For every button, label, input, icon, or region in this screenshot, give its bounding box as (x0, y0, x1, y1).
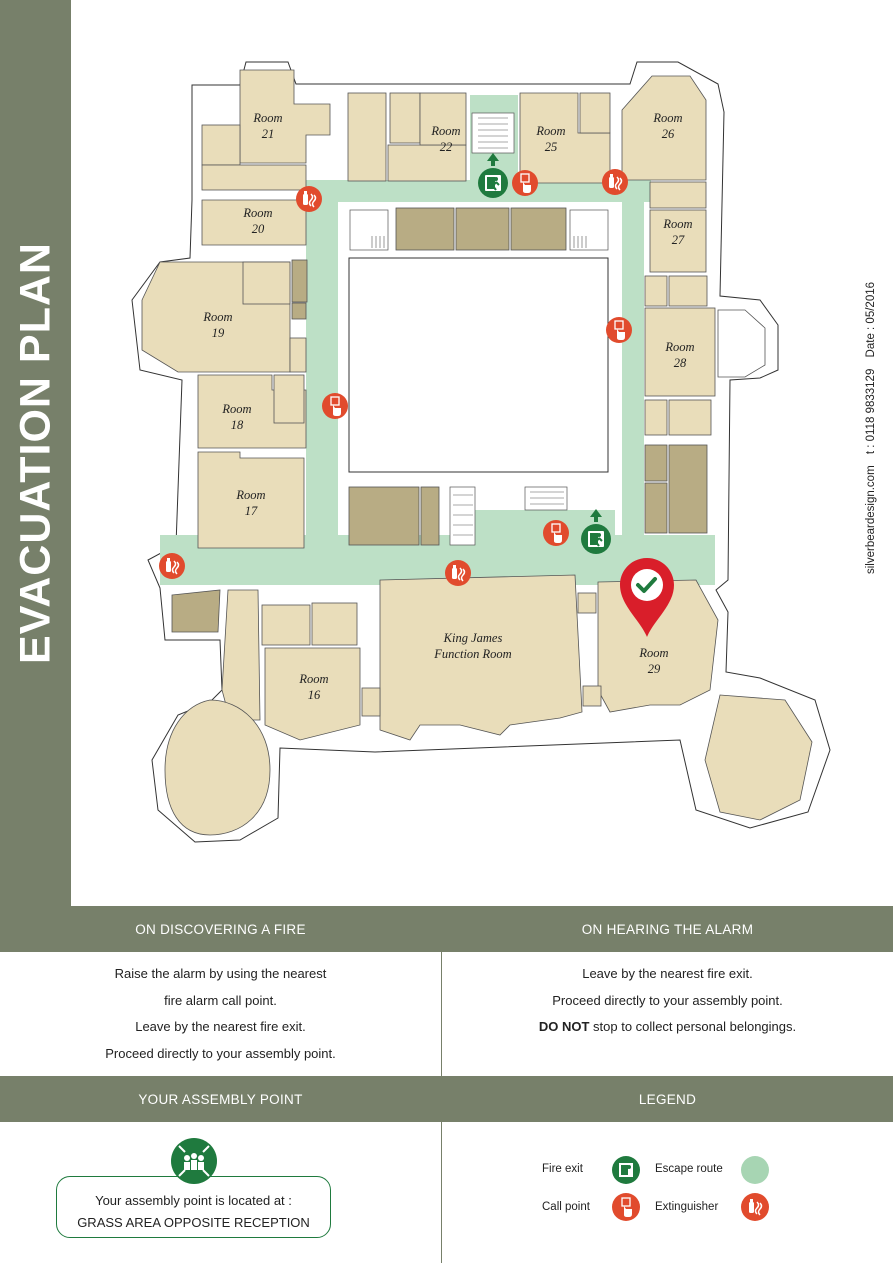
room-17-label: Room (235, 488, 265, 502)
legend-escape-route-label: Escape route (655, 1163, 723, 1175)
hearing-alarm-heading: ON HEARING THE ALARM (442, 906, 893, 952)
fire-exit-icon (477, 153, 509, 199)
discovering-fire-heading: ON DISCOVERING A FIRE (0, 906, 441, 952)
room-22-label: Room (430, 124, 460, 138)
room-27-number: 27 (672, 233, 685, 247)
room-28-number: 28 (674, 356, 687, 370)
fire-exit-icon (580, 509, 612, 555)
you-are-here-marker (620, 558, 674, 637)
room-18-number: 18 (231, 418, 244, 432)
call-point-icon (321, 392, 349, 420)
room-29-label: Room (638, 646, 668, 660)
hearing-alarm-instructions: Leave by the nearest fire exit. Proceed … (442, 961, 893, 1041)
assembly-location: GRASS AREA OPPOSITE RECEPTION (77, 1215, 310, 1230)
escape-route-swatch (741, 1156, 769, 1184)
room-19-label: Room (202, 310, 232, 324)
fire-exit-icon (612, 1156, 640, 1184)
discovering-fire-instructions: Raise the alarm by using the nearest fir… (0, 961, 441, 1067)
service-rooms (171, 207, 708, 633)
extinguisher-icon (158, 552, 186, 580)
room-20-label: Room (242, 206, 272, 220)
room-17-number: 17 (245, 504, 258, 518)
legend-fire-exit-label: Fire exit (542, 1163, 583, 1175)
instruction-line: Leave by the nearest fire exit. (582, 966, 753, 981)
rooms (141, 69, 813, 836)
room-18-label: Room (221, 402, 251, 416)
assembly-intro: Your assembly point is located at : (95, 1193, 292, 1208)
instruction-rest: stop to collect personal belongings. (589, 1019, 797, 1034)
instruction-line: Proceed directly to your assembly point. (105, 1045, 336, 1061)
room-16-number: 16 (308, 688, 321, 702)
page-title: EVACUATION PLAN (11, 242, 60, 664)
instruction-line: fire alarm call point. (164, 992, 277, 1008)
extinguisher-icon (295, 185, 323, 213)
assembly-point-icon (171, 1138, 217, 1184)
title-sidebar: EVACUATION PLAN (0, 0, 71, 906)
room-20-number: 20 (252, 222, 265, 236)
room-16-label: Room (298, 672, 328, 686)
date-text: Date : 05/2016 (865, 281, 877, 358)
contact-info: silverbeardesign.com t : 0118 9833129 Da… (865, 274, 877, 574)
room-28-label: Room (664, 340, 694, 354)
phone-text: t : 0118 9833129 (865, 368, 877, 455)
floor-plan: Room 21 Room 22 Room 25 Room 26 Room 20 Room 2… (120, 55, 840, 845)
room-29-number: 29 (648, 662, 661, 676)
instruction-line: Proceed directly to your assembly point. (552, 992, 783, 1008)
room-21-number: 21 (262, 127, 275, 141)
call-point-icon (605, 316, 633, 344)
website-text: silverbeardesign.com (865, 465, 877, 575)
room-27-label: Room (662, 217, 692, 231)
function-room-label: Function Room (433, 647, 511, 661)
extinguisher-icon (741, 1193, 769, 1221)
legend-extinguisher-label: Extinguisher (655, 1201, 719, 1213)
call-point-icon (511, 169, 539, 197)
assembly-point-heading: YOUR ASSEMBLY POINT (0, 1076, 441, 1122)
room-22-number: 22 (440, 140, 453, 154)
do-not-emphasis: DO NOT (538, 1019, 590, 1034)
instruction-line: Raise the alarm by using the nearest (114, 966, 327, 981)
room-26-number: 26 (662, 127, 675, 141)
king-james-label: King James (443, 631, 503, 645)
legend-heading: LEGEND (442, 1076, 893, 1122)
panel-divider (441, 906, 442, 1263)
instruction-line: DO NOT stop to collect personal belongin… (442, 1014, 893, 1041)
legend-call-point-label: Call point (542, 1201, 590, 1213)
extinguisher-icon (601, 168, 629, 196)
room-21-label: Room (252, 111, 282, 125)
room-25-number: 25 (545, 140, 558, 154)
room-25-label: Room (535, 124, 565, 138)
courtyard (348, 257, 609, 473)
room-19-number: 19 (212, 326, 225, 340)
instruction-line: Leave by the nearest fire exit. (135, 1019, 306, 1034)
room-26-label: Room (652, 111, 682, 125)
call-point-icon (542, 519, 570, 547)
call-point-icon (612, 1193, 640, 1221)
extinguisher-icon (444, 559, 472, 587)
assembly-point-box: Your assembly point is located at : GRAS… (56, 1176, 331, 1238)
